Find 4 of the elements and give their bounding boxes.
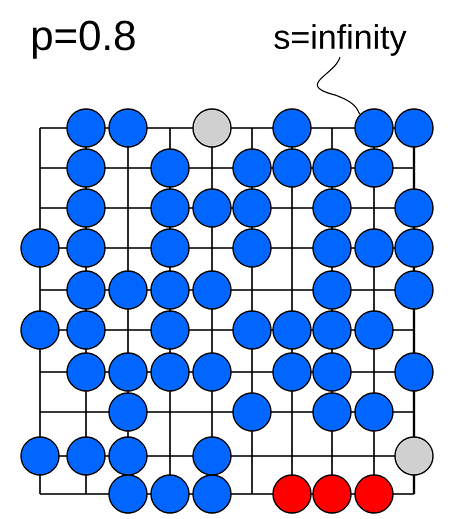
parameter-label: p=0.8 xyxy=(32,20,135,59)
annotation-text: s=infinity xyxy=(274,24,407,56)
site-circle xyxy=(354,108,394,148)
leader-line xyxy=(317,56,361,114)
